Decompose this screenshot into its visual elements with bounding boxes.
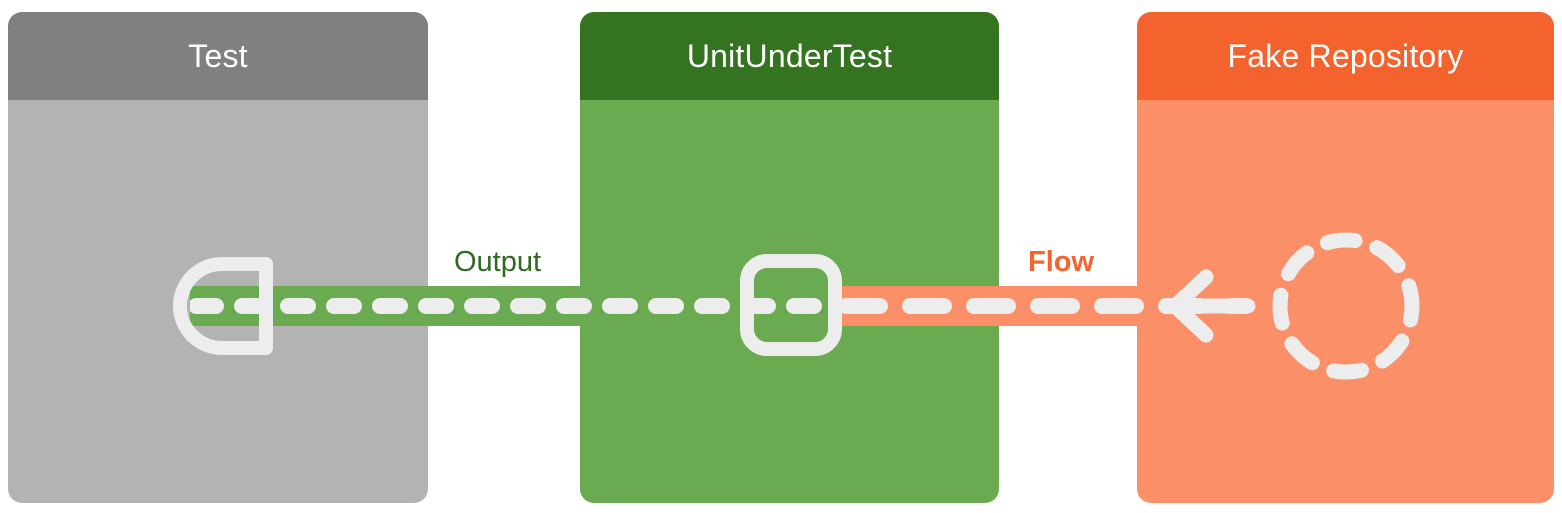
- message-dashes-output: [190, 298, 850, 314]
- lifeline-title-test: Test: [188, 38, 248, 74]
- activation-node-icon: [740, 254, 842, 356]
- message-label-output: Output: [444, 248, 552, 277]
- lifeline-header-unit-under-test: UnitUnderTest: [580, 12, 999, 100]
- message-endcap-icon: [173, 257, 273, 355]
- message-label-flow: Flow: [1018, 248, 1105, 277]
- lifeline-header-fake-repository: Fake Repository: [1137, 12, 1554, 100]
- lifeline-header-test: Test: [8, 12, 428, 100]
- lifeline-title-fake-repository: Fake Repository: [1227, 38, 1464, 74]
- arrow-left-icon: [1167, 269, 1256, 343]
- lifeline-title-unit-under-test: UnitUnderTest: [686, 38, 893, 74]
- dashed-circle-icon: [1272, 232, 1420, 380]
